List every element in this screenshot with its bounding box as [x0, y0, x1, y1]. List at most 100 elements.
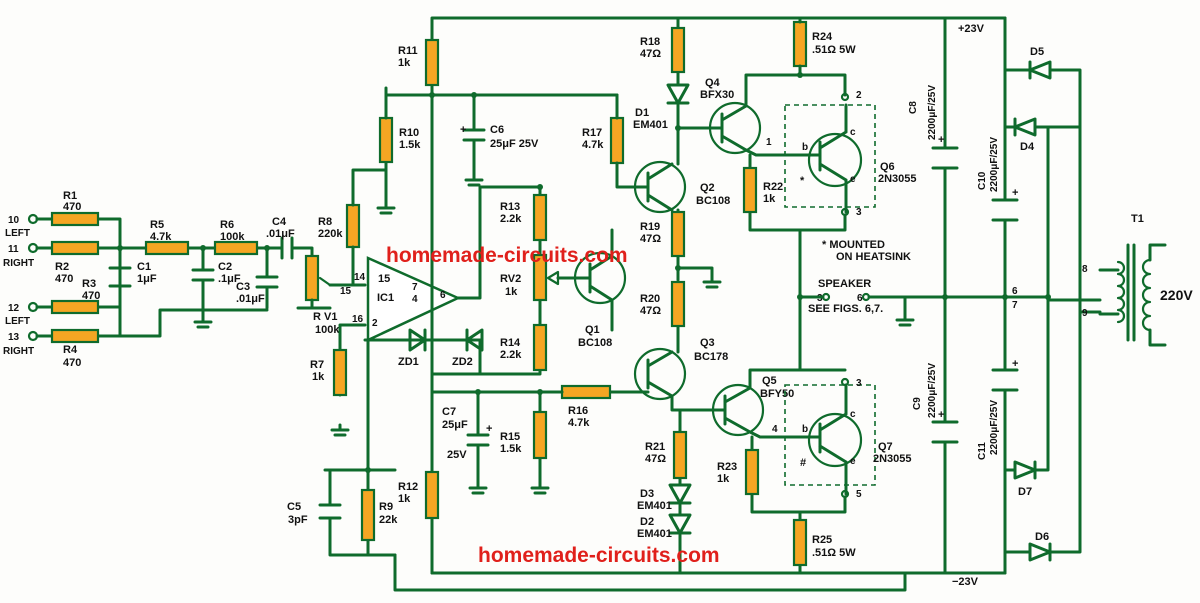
label-r21: R21	[645, 441, 665, 453]
node-3b: 3	[856, 378, 862, 389]
value-q2: BC108	[696, 195, 730, 207]
label-c4: C4	[272, 216, 287, 228]
svg-text:+: +	[938, 409, 944, 421]
value-r22: 1k	[763, 193, 776, 205]
node-3: 3	[856, 207, 862, 218]
label-q2: Q2	[700, 182, 715, 194]
ic-pin-2: 2	[372, 318, 378, 329]
label-r11: R11	[398, 45, 418, 57]
label-r4: R4	[63, 344, 78, 356]
value-r25: .51Ω 5W	[812, 547, 856, 559]
value-d1: EM401	[633, 119, 668, 131]
label-r14: R14	[500, 337, 521, 349]
value-q4: BFX30	[700, 89, 734, 101]
supply-negative: −23V	[952, 576, 979, 588]
pin-b-q7: b	[802, 424, 808, 435]
node-4: 4	[772, 424, 778, 435]
svg-text:#: #	[800, 457, 806, 469]
label-r7: R7	[310, 359, 324, 371]
ic-pin-15: 15	[378, 273, 390, 285]
value-r14: 2.2k	[500, 349, 522, 361]
resistor-r23	[744, 448, 760, 496]
resistor-r25	[792, 518, 808, 567]
transformer-label: T1	[1131, 213, 1144, 225]
value-r1: 470	[63, 201, 81, 213]
value-r7: 1k	[312, 371, 325, 383]
value-r13: 2.2k	[500, 213, 522, 225]
diode-d6	[1028, 542, 1052, 562]
label-r23: R23	[717, 461, 737, 473]
resistor-r24	[792, 20, 808, 68]
label-c5: C5	[287, 501, 301, 513]
label-d5: D5	[1030, 46, 1044, 58]
label-c6: C6	[490, 124, 504, 136]
output-lower: Q5 BFY50 Q7 2N3055 c b e # 3 5 4 R23 1k …	[710, 368, 912, 575]
label-q5: Q5	[762, 375, 777, 387]
value-d3: EM401	[637, 500, 672, 512]
value-r6: 100k	[220, 231, 245, 243]
label-r9: R9	[379, 501, 393, 513]
value-r5: 4.7k	[150, 231, 172, 243]
label-zd2: ZD2	[452, 356, 473, 368]
transistor-q4	[708, 101, 762, 155]
value-r17: 4.7k	[582, 139, 604, 151]
value-r8: 220k	[318, 228, 343, 240]
pot-rv2[interactable]	[532, 253, 548, 302]
label-c1: C1	[137, 261, 151, 273]
label-zd1: ZD1	[398, 356, 419, 368]
resistor-r17	[609, 116, 625, 165]
label-q6: Q6	[880, 161, 895, 173]
label-c7: C7	[442, 406, 456, 418]
input-section: 10 LEFT 11 RIGHT 12 LEFT 13 RIGHT R1 470…	[3, 190, 332, 369]
value-r3: 470	[82, 290, 100, 302]
label-q1: Q1	[585, 324, 600, 336]
label-r2: R2	[55, 261, 69, 273]
value-c2: .1μF	[218, 273, 241, 285]
input-num-13: 13	[8, 332, 20, 343]
label-r3: R3	[82, 278, 96, 290]
ic-section: R V1 100k R8 220k R10 1.5k 15 IC1 7 4 6 …	[287, 86, 619, 557]
value-c1: 1μF	[137, 273, 157, 285]
speaker-note: SEE FIGS. 6,7.	[808, 303, 883, 315]
diode-d2	[668, 513, 692, 535]
mounted-note-1: * MOUNTED	[822, 239, 885, 251]
value-r12: 1k	[398, 493, 411, 505]
driver-section: Q2 BC108 R18 47Ω D1 EM401 R19 47Ω R20 47…	[398, 16, 730, 575]
label-r18: R18	[640, 36, 660, 48]
value-c6: 25μF 25V	[490, 138, 539, 150]
transistor-q1	[573, 251, 627, 305]
label-d6: D6	[1035, 531, 1049, 543]
svg-text:+: +	[460, 124, 466, 136]
label-c3: C3	[236, 281, 250, 293]
value-r4: 470	[63, 357, 81, 369]
speaker-label: SPEAKER	[818, 278, 871, 290]
resistor-r10	[378, 116, 394, 164]
input-label-11: RIGHT	[3, 258, 34, 269]
resistor-r1	[50, 211, 100, 227]
diode-d4	[1013, 117, 1037, 137]
value-r15: 1.5k	[500, 443, 522, 455]
label-r15: R15	[500, 431, 520, 443]
label-rv2: RV2	[500, 273, 521, 285]
value-q1: BC108	[578, 337, 612, 349]
resistor-r9	[360, 488, 376, 542]
value-q7: 2N3055	[873, 453, 912, 465]
node-1: 1	[766, 137, 772, 148]
label-d2: D2	[640, 516, 654, 528]
pot-rv1[interactable]	[304, 254, 320, 302]
resistor-r4	[50, 328, 100, 344]
resistor-r21	[672, 430, 688, 480]
ic-pin-7: 7	[412, 282, 418, 293]
value-r9: 22k	[379, 514, 398, 526]
label-r20: R20	[640, 293, 660, 305]
input-label-12: LEFT	[5, 316, 30, 327]
feedback-rail	[393, 553, 907, 592]
supply-positive: +23V	[958, 23, 985, 35]
resistor-r14	[532, 323, 548, 372]
power-supply: + + C8 2200μF/25V C9 2200μF/25V + + C10 …	[908, 16, 1193, 588]
label-q4: Q4	[705, 77, 721, 89]
label-r19: R19	[640, 221, 660, 233]
resistor-r5	[144, 240, 190, 256]
label-d7: D7	[1018, 486, 1032, 498]
